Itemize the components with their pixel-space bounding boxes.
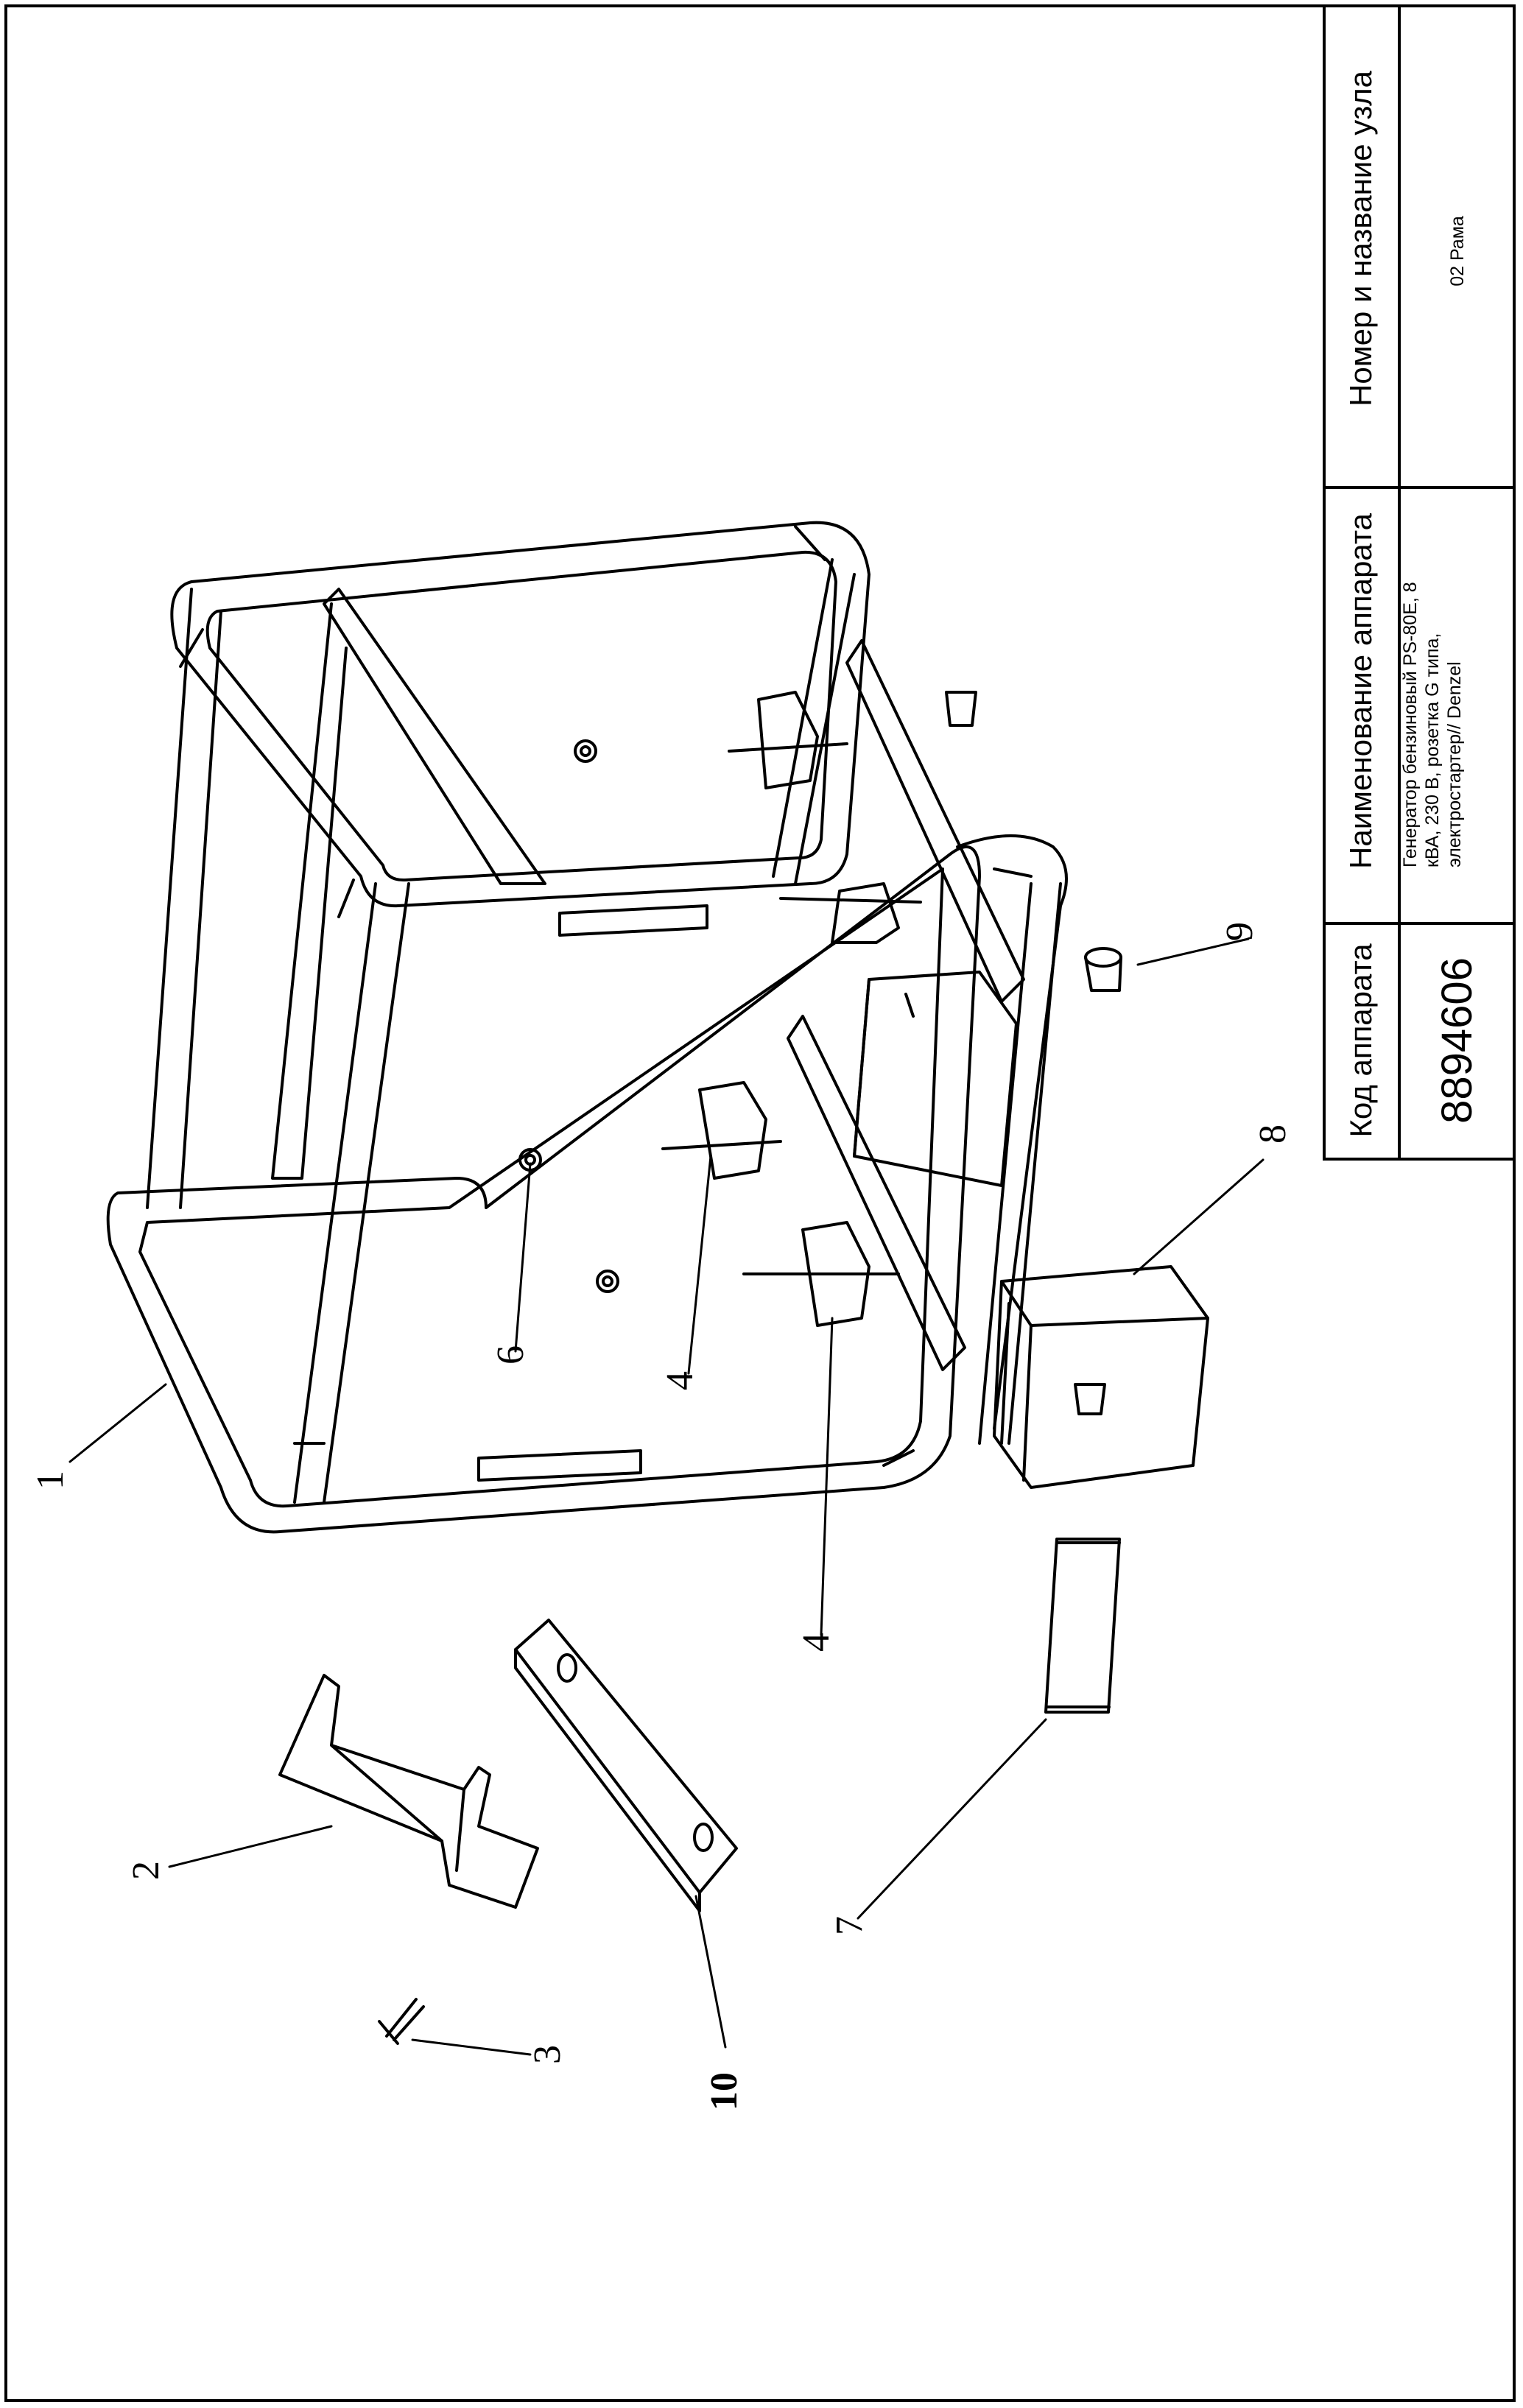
callout-7: 7 — [829, 1916, 870, 1935]
callout-numbers: 1 2 3 4 4 6 7 8 9 10 — [29, 922, 1294, 2110]
code-header: Код аппарата — [1343, 943, 1378, 1138]
code-value: 8894606 — [1433, 957, 1481, 1124]
device-name-header: Наименование аппарата — [1343, 513, 1378, 869]
battery-box-part-8 — [993, 1265, 1209, 1489]
leader-lines — [68, 937, 1265, 2056]
unit-header: Номер и название узла — [1343, 71, 1378, 406]
device-name-value: Генератор бензиновый PS-80E, 8 кВА, 230 … — [1400, 582, 1465, 867]
sheet-border — [4, 4, 1516, 2402]
inner-box — [853, 971, 1018, 1187]
handle-plate-part-10 — [514, 1619, 738, 1912]
rubber-foot-part-9 — [945, 691, 1122, 1415]
callout-10: 10 — [703, 2072, 745, 2110]
tb-divider-1 — [1323, 486, 1516, 489]
tube-part-7 — [1044, 1538, 1121, 1714]
callout-4b: 4 — [795, 1633, 837, 1652]
vibration-mount-part-4 — [661, 691, 922, 1327]
callout-4a: 4 — [659, 1371, 701, 1390]
tb-border-bottom — [1323, 1158, 1516, 1161]
callout-2: 2 — [125, 1861, 167, 1880]
unit-value: 02 Рама — [1447, 216, 1468, 286]
bolt-part-3 — [378, 1998, 425, 2045]
frame-part-1 — [106, 521, 1068, 1534]
tb-border-left — [1323, 4, 1326, 1161]
callout-6: 6 — [490, 1345, 532, 1365]
tb-divider-vertical — [1398, 4, 1401, 1161]
frame-holes — [518, 739, 619, 1293]
callout-9: 9 — [1219, 922, 1261, 941]
callout-1: 1 — [29, 1471, 71, 1490]
tb-divider-2 — [1323, 922, 1516, 925]
handle-bracket-part-2 — [278, 1674, 539, 1909]
callout-8: 8 — [1252, 1124, 1294, 1144]
title-block: Код аппарата 8894606 Наименование аппара… — [1323, 4, 1516, 1161]
callout-3: 3 — [527, 2045, 569, 2064]
